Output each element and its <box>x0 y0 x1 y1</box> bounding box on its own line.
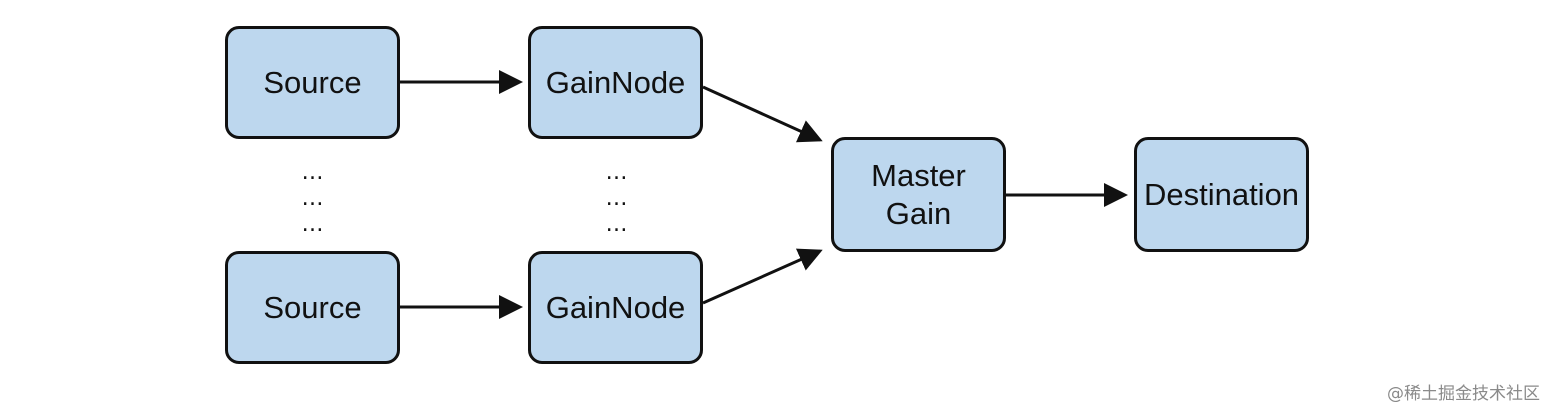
ellipsis-source-column: … … … <box>292 160 332 238</box>
ellipsis-row: … <box>301 212 324 237</box>
gain-node-top: GainNode <box>528 26 703 139</box>
ellipsis-row: … <box>301 186 324 211</box>
master-gain-node: Master Gain <box>831 137 1006 252</box>
ellipsis-gain-column: … … … <box>596 160 636 238</box>
destination-node: Destination <box>1134 137 1309 252</box>
edge-gain-top-to-master <box>702 85 823 143</box>
gain-node-bottom: GainNode <box>528 251 703 364</box>
source-node-top: Source <box>225 26 400 139</box>
ellipsis-row: … <box>605 160 628 185</box>
watermark-text: @稀土掘金技术社区 <box>1387 384 1540 404</box>
source-node-bottom: Source <box>225 251 400 364</box>
ellipsis-row: … <box>605 186 628 211</box>
ellipsis-row: … <box>605 212 628 237</box>
ellipsis-row: … <box>301 160 324 185</box>
edge-gain-bottom-to-master <box>702 248 823 305</box>
